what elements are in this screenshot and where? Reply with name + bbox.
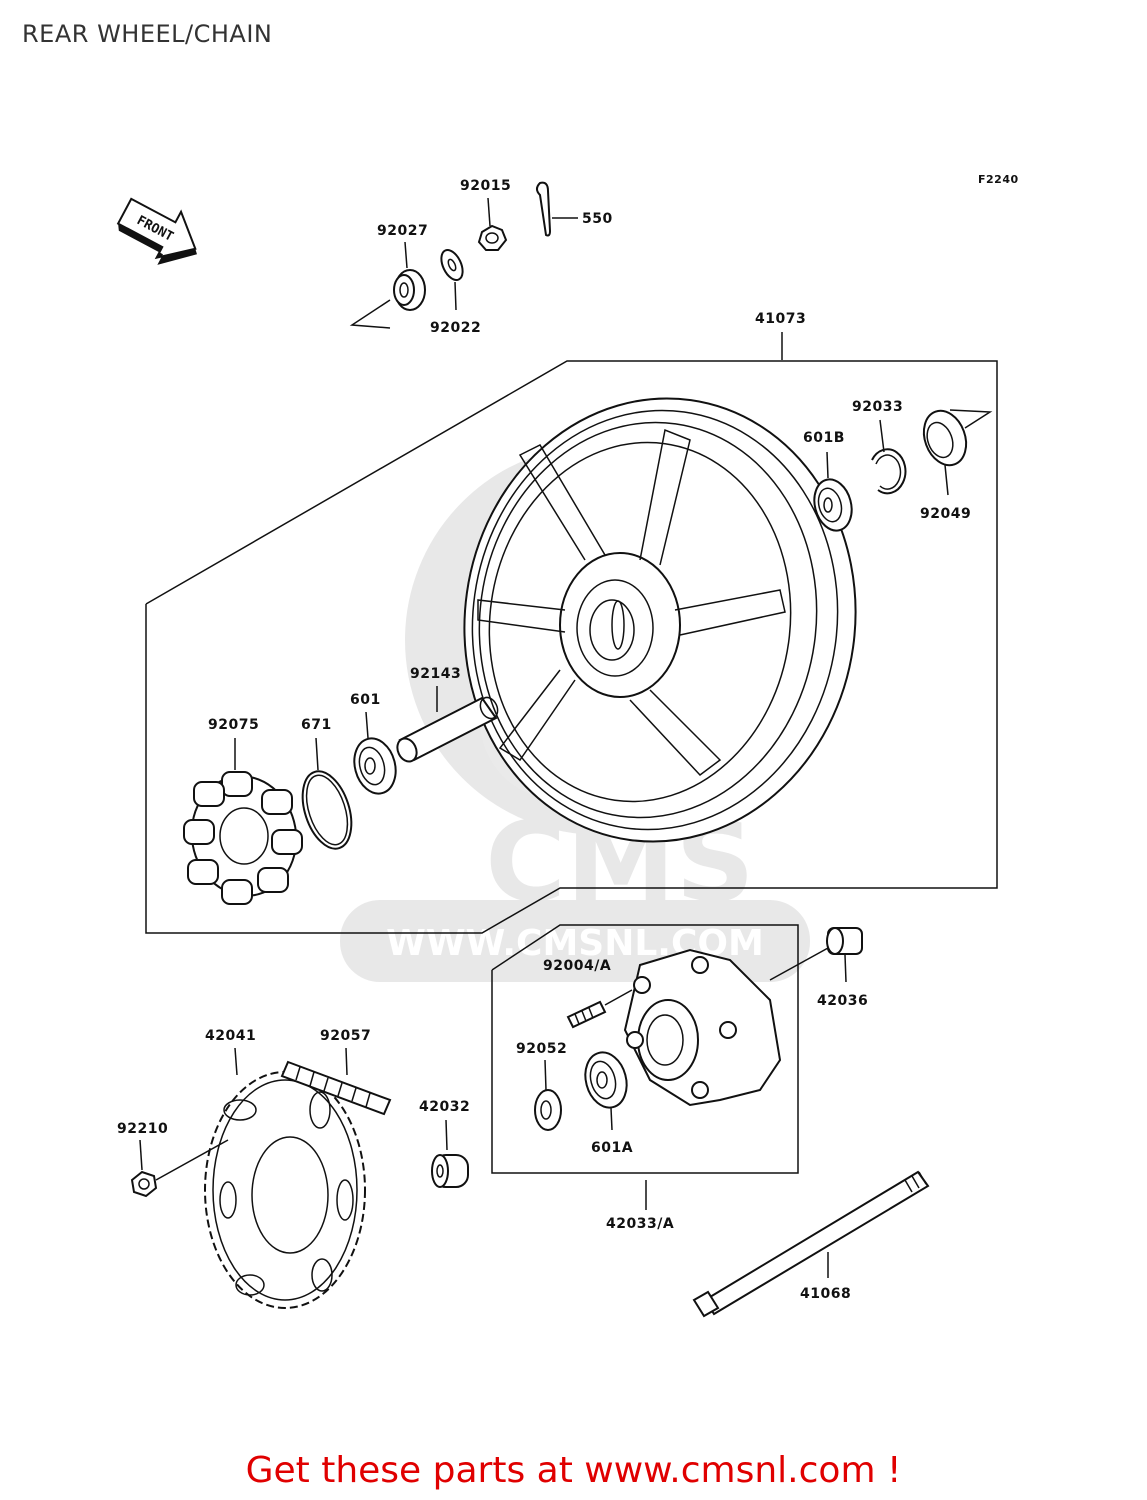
label-41068: 41068 (800, 1286, 851, 1302)
spacer-92143 (396, 696, 499, 763)
cotter-pin-550 (536, 181, 578, 237)
bearing-601A (584, 1051, 628, 1131)
bearing-601B (813, 478, 853, 532)
label-671: 671 (301, 717, 332, 733)
label-92052: 92052 (516, 1041, 567, 1057)
label-92057: 92057 (320, 1028, 371, 1044)
stud-92004A (566, 989, 633, 1029)
label-42033A: 42033/A (606, 1216, 674, 1232)
nut-42036 (826, 927, 863, 983)
damper-92075 (183, 771, 303, 905)
chain-92057 (280, 1060, 392, 1116)
sprocket-hub-42033A (623, 947, 829, 1107)
label-92143: 92143 (410, 666, 461, 682)
label-92027: 92027 (377, 223, 428, 239)
hub-assembly-outline (491, 924, 799, 1174)
label-92033: 92033 (852, 399, 903, 415)
wheel-assembly-outline (145, 360, 998, 934)
label-42036: 42036 (817, 993, 868, 1009)
label-550: 550 (582, 211, 613, 227)
axle-41068 (692, 1170, 930, 1318)
snap-ring-92033 (871, 448, 907, 495)
sprocket-42041 (204, 1071, 366, 1309)
label-92004A: 92004/A (543, 958, 611, 974)
oil-seal-92049 (922, 409, 993, 496)
label-42041: 42041 (205, 1028, 256, 1044)
nut-92210 (130, 1139, 229, 1198)
collar-92027 (349, 241, 426, 329)
label-92022: 92022 (430, 320, 481, 336)
label-92075: 92075 (208, 717, 259, 733)
label-601: 601 (350, 692, 381, 708)
label-92210: 92210 (117, 1121, 168, 1137)
label-601A: 601A (591, 1140, 633, 1156)
washer-92022 (440, 249, 464, 311)
label-42032: 42032 (419, 1099, 470, 1115)
o-ring-671 (301, 770, 353, 850)
label-41073: 41073 (755, 311, 806, 327)
front-direction-arrow: FRONT (116, 197, 197, 265)
collar-92052 (534, 1089, 562, 1131)
footer-call-to-action[interactable]: Get these parts at www.cmsnl.com ! (245, 1450, 902, 1491)
label-92049: 92049 (920, 506, 971, 522)
nut-92015 (477, 197, 508, 251)
bearing-601 (353, 737, 397, 795)
label-601B: 601B (803, 430, 845, 446)
label-92015: 92015 (460, 178, 511, 194)
page-title: REAR WHEEL/CHAIN (22, 20, 273, 48)
wheel-41073 (463, 397, 857, 843)
figure-code: F2240 (978, 173, 1019, 186)
collar-42032 (431, 1154, 469, 1188)
